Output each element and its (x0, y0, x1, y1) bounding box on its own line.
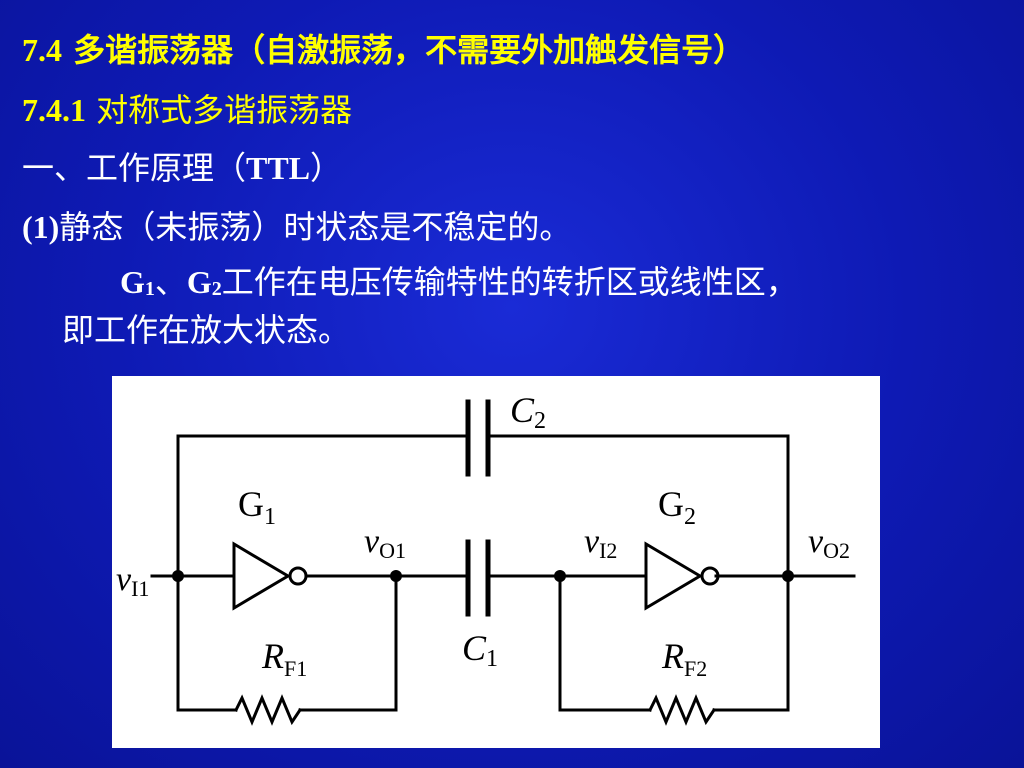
explanation-line-2: 即工作在放大状态。 (62, 310, 350, 350)
label-c2: C2 (510, 390, 546, 434)
point-1: (1)静态（未振荡）时状态是不稳定的。 (22, 207, 571, 247)
label-vi2: vI2 (584, 523, 617, 563)
circuit-svg: C2 C1 G1 G2 vI1 vO1 vI2 vO2 RF1 RF2 (116, 390, 856, 726)
wire-top-right (490, 434, 790, 578)
separator: 、 (154, 263, 187, 301)
subheading-text: 对称式多谐振荡器 (86, 91, 353, 129)
junction-vo1 (390, 570, 402, 582)
label-g2: G2 (658, 484, 696, 530)
inverter-g1-icon (232, 541, 291, 611)
section-title-ttl: TTL (246, 150, 311, 186)
section-title-text: 一、工作原理（ (22, 149, 247, 187)
section-title: 一、工作原理（TTL） (22, 148, 342, 188)
section-title-close: ） (310, 149, 343, 187)
label-g1: G1 (238, 484, 276, 530)
wire-rf1-loop-left (176, 574, 238, 712)
inverter-g2-bubble (700, 566, 720, 586)
point-text: 静态（未振荡）时状态是不稳定的。 (59, 208, 572, 246)
circuit-diagram: C2 C1 G1 G2 vI1 vO1 vI2 vO2 RF1 RF2 (112, 376, 880, 748)
gate-g2-sub: 2 (211, 278, 222, 300)
resistor-rf2-icon (647, 694, 717, 726)
junction-vo2 (782, 570, 794, 582)
gate-g1-label: G (120, 264, 145, 300)
label-rf2: RF2 (661, 636, 707, 681)
gate-g2-label: G (186, 264, 212, 300)
label-rf1: RF1 (261, 636, 307, 681)
gate-g1-sub: 1 (144, 278, 155, 300)
heading-section-7-4: 7.4 多谐振荡器（自激振荡，不需要外加触发信号） (22, 30, 745, 70)
subheading-number: 7.4.1 (22, 92, 86, 128)
label-vi1: vI1 (116, 561, 149, 601)
heading-text: 多谐振荡器（自激振荡，不需要外加触发信号） (62, 31, 746, 69)
explanation-text: 工作在电压传输特性的转折区或线性区， (221, 263, 798, 301)
resistor-rf1-icon (233, 694, 303, 726)
point-number: (1) (22, 209, 60, 245)
inverter-g2-icon (644, 541, 703, 611)
junction-vi2 (554, 570, 566, 582)
junction-vi1 (172, 570, 184, 582)
heading-number: 7.4 (22, 32, 62, 68)
label-c1: C1 (462, 628, 498, 672)
wire-rf2-loop-left (558, 574, 652, 712)
inverter-g1-bubble (288, 566, 308, 586)
heading-section-7-4-1: 7.4.1 对称式多谐振荡器 (22, 90, 352, 130)
label-vo1: vO1 (364, 523, 406, 563)
wire-top-left (176, 434, 466, 578)
explanation-text-2: 即工作在放大状态。 (62, 311, 351, 349)
label-vo2: vO2 (808, 523, 850, 563)
explanation-line-1: G1、G2工作在电压传输特性的转折区或线性区， (120, 262, 798, 309)
wire-rf1-loop-right (298, 574, 398, 712)
wire-rf2-loop-right (712, 574, 790, 712)
